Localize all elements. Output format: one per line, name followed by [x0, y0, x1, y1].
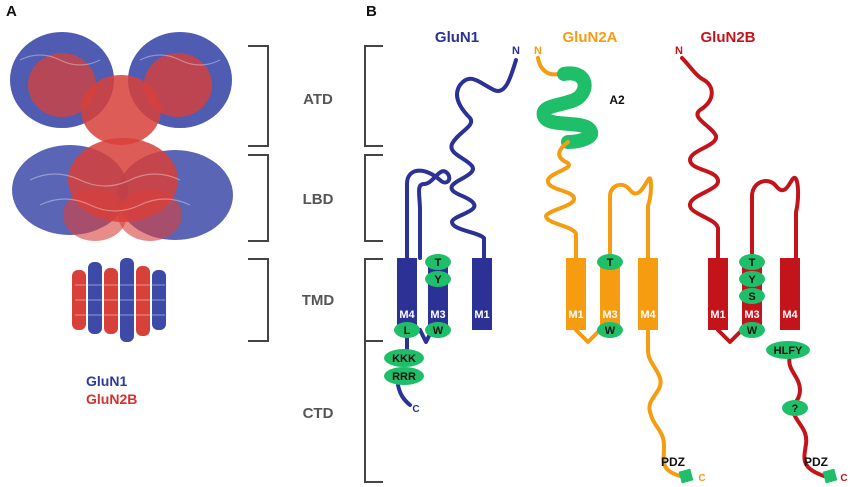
svg-text:HLFY: HLFY: [774, 345, 803, 357]
domain-label-tmd: TMD: [302, 292, 335, 309]
glun1-site-kkk: KKK: [384, 349, 424, 367]
domain-label-ctd: CTD: [303, 405, 334, 422]
domain-label-lbd: LBD: [303, 191, 334, 208]
glun1-site-y: Y: [425, 271, 451, 287]
svg-text:W: W: [605, 325, 616, 337]
glun2a-site-t: T: [597, 254, 623, 270]
svg-text:L: L: [404, 325, 411, 337]
glun1-site-w: W: [425, 322, 451, 338]
domain-brackets-right: [364, 45, 383, 483]
glun2a-pdz-label: PDZ: [661, 455, 685, 469]
domain-brackets-left: [248, 45, 269, 342]
glun2b-c-terminus: C: [840, 473, 847, 484]
receptor-structure-image: [10, 32, 233, 342]
panel-a-label: A: [6, 3, 17, 20]
legend-glun1-text: GluN1: [86, 373, 127, 389]
glun1-site-t: T: [425, 254, 451, 270]
glun1-helix-m1: M1: [474, 309, 489, 321]
glun1-helix-m4: M4: [399, 309, 415, 321]
glun2b-topology: [680, 56, 838, 484]
glun2b-site-hlfy: HLFY: [766, 341, 810, 359]
svg-text:Y: Y: [434, 274, 442, 286]
svg-text:T: T: [435, 257, 442, 269]
domain-label-atd: ATD: [303, 91, 333, 108]
svg-text:RRR: RRR: [392, 371, 416, 383]
glun2b-helix-m1: M1: [710, 309, 725, 321]
glun2a-title: GluN2A: [562, 29, 617, 46]
glun2a-topology: [536, 56, 694, 484]
glun2b-title: GluN2B: [700, 29, 755, 46]
glun2b-n-terminus: N: [675, 45, 683, 57]
glun2a-site-w: W: [597, 322, 623, 338]
legend-glun2b-text: GluN2B: [86, 391, 137, 407]
svg-text:Y: Y: [748, 274, 756, 286]
glun1-c-terminus: C: [412, 404, 419, 415]
svg-text:W: W: [433, 325, 444, 337]
svg-text:S: S: [748, 291, 755, 303]
glun1-title: GluN1: [435, 29, 479, 46]
glun2b-site-s: S: [739, 288, 765, 304]
glun2a-a2-label: A2: [609, 93, 625, 107]
glun1-n-terminus: N: [512, 45, 520, 57]
svg-text:T: T: [749, 257, 756, 269]
glun2b-pdz-label: PDZ: [804, 455, 828, 469]
svg-text:?: ?: [792, 403, 799, 415]
glun2a-c-terminus: C: [698, 473, 705, 484]
glun2b-helix-m4: M4: [782, 309, 798, 321]
glun1-helix-m3: M3: [430, 309, 445, 321]
glun2a-helix-m4: M4: [640, 309, 656, 321]
glun2b-site-w: W: [739, 322, 765, 338]
glun2b-helix-m3: M3: [744, 309, 759, 321]
glun2a-n-terminus: N: [534, 45, 542, 57]
glun1-topology: [396, 58, 518, 407]
glun2b-site-t: T: [739, 254, 765, 270]
glun2b-site-y: Y: [739, 271, 765, 287]
svg-text:W: W: [747, 325, 758, 337]
panel-b-label: B: [366, 3, 377, 20]
glun1-site-rrr: RRR: [384, 367, 424, 385]
glun2a-helix-m3: M3: [602, 309, 617, 321]
glun1-site-l: L: [394, 322, 420, 338]
svg-text:T: T: [607, 257, 614, 269]
glun2a-helix-m1: M1: [568, 309, 583, 321]
glun2b-site-unknown: ?: [782, 400, 808, 416]
svg-text:KKK: KKK: [392, 353, 416, 365]
